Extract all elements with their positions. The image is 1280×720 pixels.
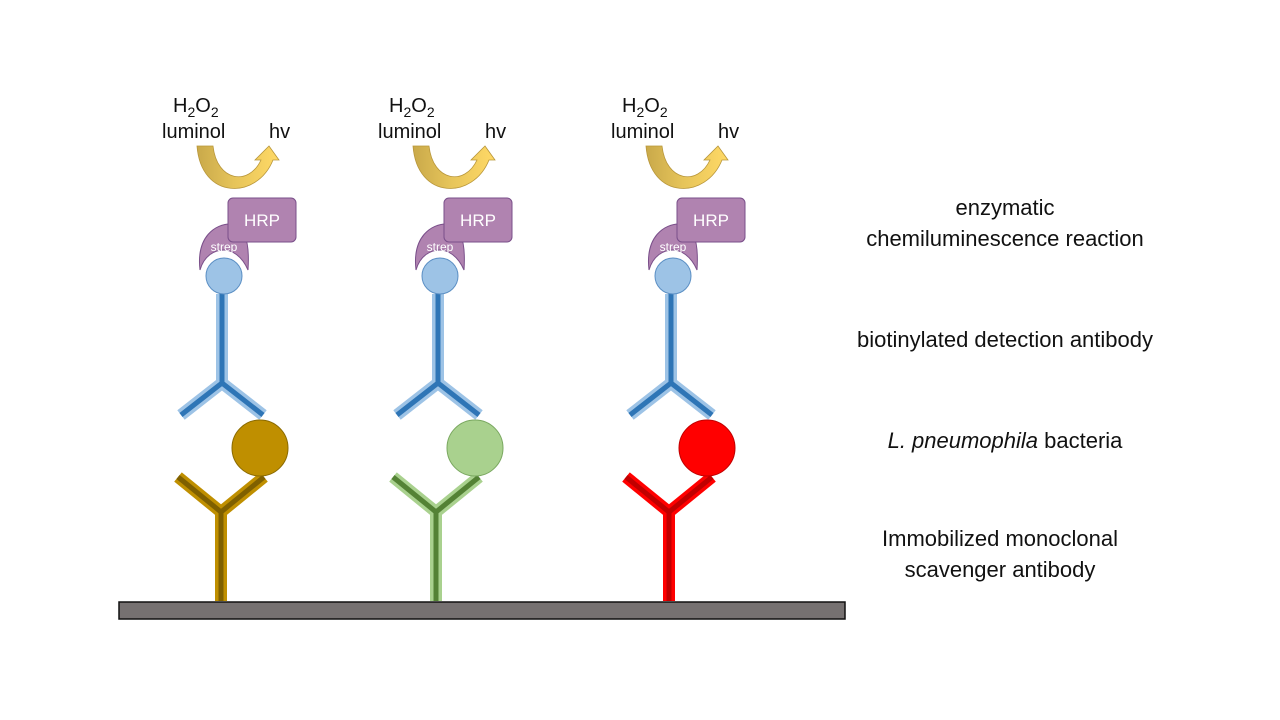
detection-antibody-1-core xyxy=(179,294,265,417)
capture-label-line2: scavenger antibody xyxy=(904,557,1096,582)
reaction-label: enzymatic chemiluminescence reaction xyxy=(820,192,1190,254)
assembly-2: strep HRP xyxy=(389,145,513,601)
strep-label-2: strep xyxy=(427,240,454,254)
detection-label-text: biotinylated detection antibody xyxy=(857,327,1153,352)
h2o2-sub-1: 2 xyxy=(636,104,645,120)
reaction-label-line1: enzymatic xyxy=(955,195,1055,220)
h2o2-sub-1: 2 xyxy=(187,104,196,120)
h2o2-h: H xyxy=(173,95,188,117)
bacteria-label-rest: bacteria xyxy=(1038,428,1123,453)
detection-label: biotinylated detection antibody xyxy=(820,324,1190,355)
detection-antibody-2-core xyxy=(395,294,481,417)
capture-antibody-1-core xyxy=(176,475,266,601)
hrp-label-1: HRP xyxy=(244,211,280,230)
assembly-3: strep HRP xyxy=(622,145,746,601)
reaction-arrow-1 xyxy=(196,145,280,189)
luminol-label: luminol xyxy=(378,121,442,143)
biotin-3 xyxy=(654,257,692,295)
reaction-label-line2: chemiluminescence reaction xyxy=(866,226,1144,251)
strep-label-1: strep xyxy=(211,240,238,254)
h2o2-label: H2O2 xyxy=(389,95,435,123)
strep-label-3: strep xyxy=(660,240,687,254)
biotin-1 xyxy=(205,257,243,295)
bacterium-3 xyxy=(678,419,736,477)
h2o2-sub-2: 2 xyxy=(426,104,435,120)
h2o2-label: H2O2 xyxy=(622,95,668,123)
h2o2-label: H2O2 xyxy=(173,95,219,123)
luminol-label: luminol xyxy=(162,121,226,143)
reaction-arrow-3 xyxy=(645,145,729,189)
hrp-enzyme-3 xyxy=(676,197,746,243)
reaction-arrow-2 xyxy=(412,145,496,189)
assembly-1: strep HRP xyxy=(174,145,297,601)
hv-label: hv xyxy=(485,121,507,143)
detection-antibody-3-core xyxy=(628,294,714,417)
biotin-2 xyxy=(421,257,459,295)
capture-label: Immobilized monoclonal scavenger antibod… xyxy=(815,523,1185,585)
h2o2-h: H xyxy=(389,95,404,117)
capture-antibody-2-core xyxy=(391,475,481,601)
h2o2-sub-1: 2 xyxy=(403,104,412,120)
hrp-label-3: HRP xyxy=(693,211,729,230)
h2o2-o: O xyxy=(411,95,427,117)
bacteria-label: L. pneumophila bacteria xyxy=(820,425,1190,456)
capture-label-line1: Immobilized monoclonal xyxy=(882,526,1118,551)
bacterium-2 xyxy=(446,419,504,477)
h2o2-h: H xyxy=(622,95,637,117)
bacteria-label-species: L. pneumophila xyxy=(887,428,1039,453)
hrp-enzyme-2 xyxy=(443,197,513,243)
luminol-label: luminol xyxy=(611,121,675,143)
solid-surface xyxy=(118,601,846,620)
h2o2-o: O xyxy=(195,95,211,117)
hv-label: hv xyxy=(718,121,740,143)
h2o2-sub-2: 2 xyxy=(210,104,219,120)
hv-label: hv xyxy=(269,121,291,143)
capture-antibody-3-core xyxy=(624,475,714,601)
h2o2-sub-2: 2 xyxy=(659,104,668,120)
hrp-label-2: HRP xyxy=(460,211,496,230)
h2o2-o: O xyxy=(644,95,660,117)
bacterium-1 xyxy=(231,419,289,477)
hrp-enzyme-1 xyxy=(227,197,297,243)
